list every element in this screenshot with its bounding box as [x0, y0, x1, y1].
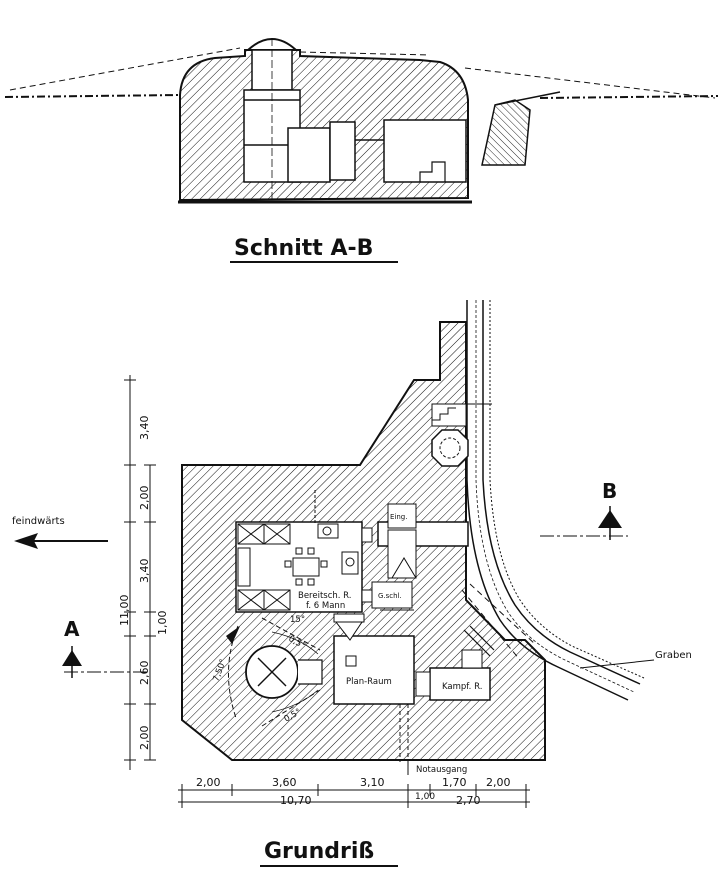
gas-lock-room	[371, 581, 413, 609]
section-mark-b-label: B	[602, 479, 617, 503]
combat-room	[429, 667, 491, 701]
dim-left-6: 2,60	[138, 661, 151, 686]
trench-label: Graben	[655, 650, 692, 661]
plan-drawing	[14, 300, 655, 808]
crew-room-label-1: Bereitsch. R.	[298, 591, 352, 601]
dim-bottom-7: 10,70	[280, 794, 312, 807]
interior-room-1	[287, 127, 331, 183]
crew-room-label-2: f. 6 Mann	[306, 601, 345, 611]
entrance-room	[387, 503, 417, 529]
table	[292, 557, 320, 577]
interior-room-2	[329, 121, 356, 181]
dim-left-5: 1,00	[156, 611, 169, 636]
section-title: Schnitt A-B	[234, 236, 373, 261]
section-mark-a-label: A	[64, 617, 80, 641]
interior-room-3	[383, 119, 467, 183]
dim-bottom-2: 3,60	[272, 776, 297, 789]
dim-left-1: 3,40	[138, 416, 151, 441]
dim-left-2: 2,00	[138, 486, 151, 511]
plan-room-label: Plan-Raum	[346, 677, 392, 687]
stove	[341, 551, 359, 575]
trench-section	[481, 99, 531, 166]
combat-room-label: Kampf. R.	[442, 682, 482, 692]
plan-room	[333, 635, 415, 705]
gas-lock-label: G.schl.	[378, 592, 402, 600]
earth-cover-line	[9, 47, 716, 99]
dim-bottom-1: 2,00	[196, 776, 221, 789]
dim-left-7: 2,00	[138, 726, 151, 751]
ground-line-left	[4, 94, 181, 98]
arc-label-1: 15°	[290, 615, 305, 625]
ground-line-right	[539, 95, 719, 99]
dim-bottom-3: 3,10	[360, 776, 385, 789]
dim-left-3: 3,40	[138, 559, 151, 584]
dim-bottom-6: 2,00	[486, 776, 511, 789]
dim-bottom-8: 2,70	[456, 794, 481, 807]
dim-bottom-5: 1,70	[442, 776, 467, 789]
emergency-exit-label: Notausgang	[416, 765, 467, 775]
plan-title: Grundriß	[264, 839, 374, 864]
octagon-cupola	[431, 429, 469, 467]
dim-bottom-4: 1,00	[415, 792, 435, 802]
stair-block	[431, 403, 467, 427]
entrance-label: Eing.	[390, 513, 407, 521]
direction-label: feindwärts	[12, 516, 65, 527]
trench-wall-outer	[482, 300, 641, 685]
section-drawing	[4, 38, 719, 204]
dim-left-4: 11,00	[118, 595, 131, 627]
trench-wall-outer2	[489, 300, 645, 679]
